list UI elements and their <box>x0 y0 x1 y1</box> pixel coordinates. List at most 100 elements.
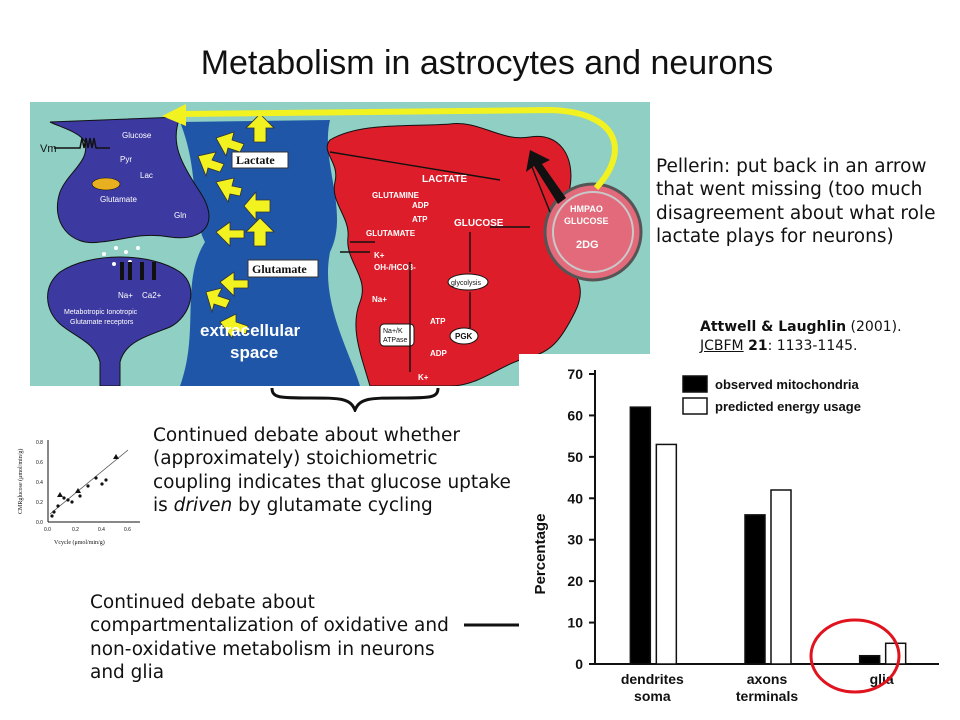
receptor-channels <box>120 262 156 280</box>
k-bottom-label: K+ <box>418 373 429 382</box>
scatter-ytick: 0.0 <box>36 520 43 526</box>
y-tick-label: 60 <box>567 407 583 423</box>
pyr-label: Pyr <box>120 155 132 164</box>
curly-brace <box>270 387 440 412</box>
metabolism-diagram: Lactate Glutamate Vm Glucose Pyr Lac Glu… <box>30 102 650 386</box>
category-label: soma <box>634 688 671 704</box>
vm-label: Vm <box>40 143 57 155</box>
y-tick-label: 40 <box>567 490 583 506</box>
atp2-label: ATP <box>430 317 446 326</box>
blood-vessel <box>543 182 643 282</box>
pgk-label: PGK <box>455 332 473 341</box>
glycolysis-node <box>447 273 489 291</box>
na-k-atpase-label-1: Na+/K <box>383 328 403 335</box>
category-label: glia <box>870 671 894 687</box>
scatter-xtick: 0.0 <box>44 527 51 533</box>
glia-highlight-circle <box>809 618 901 694</box>
y-tick-label: 20 <box>567 573 583 589</box>
scatter-xtick: 0.4 <box>98 527 105 533</box>
y-tick-label: 10 <box>567 615 583 631</box>
scatter-xtick: 0.6 <box>124 527 131 533</box>
glutamine-label: GLUTAMINE <box>372 191 420 200</box>
vessel-arrow <box>526 150 566 204</box>
glucose-coupling-note-a: Continued debate about whether (approxim… <box>153 425 511 517</box>
2dg-label: 2DG <box>576 239 599 251</box>
adp1-label: ADP <box>412 201 430 210</box>
hmpao-label: HMPAO <box>570 204 603 214</box>
bar-chart-legend: observed mitochondria predicted energy us… <box>682 375 861 415</box>
glycolysis-label: glycolysis <box>451 280 481 287</box>
y-tick-label: 50 <box>567 449 583 465</box>
lactate-astro-label: LACTATE <box>422 174 468 185</box>
y-tick-label: 70 <box>567 366 583 382</box>
missing-lactate-arrowhead <box>162 104 186 126</box>
adp2-label: ADP <box>430 349 448 358</box>
vm-trace <box>54 137 110 149</box>
scatter-ytick: 0.8 <box>36 440 43 446</box>
extracellular-label-1: extracellular <box>200 321 301 340</box>
scatter-xtick: 0.2 <box>72 527 79 533</box>
glutamate-astro-label: GLUTAMATE <box>366 229 416 238</box>
glucose-neuron-label: Glucose <box>122 131 152 140</box>
citation-volume: 21 <box>748 337 768 354</box>
vesicles <box>102 246 140 266</box>
bar-chart-ylabel: Percentage <box>532 514 549 595</box>
lactate-box <box>231 151 289 169</box>
na-k-atpase-node <box>379 323 415 347</box>
bar-observed <box>629 406 652 665</box>
missing-lactate-arrow <box>179 106 618 191</box>
pellerin-note: Pellerin: put back in an arrow that went… <box>656 156 936 248</box>
glutamate-receptors-label: Glutamate receptors <box>70 319 134 326</box>
vessel-wall <box>552 191 634 273</box>
ca-label: Ca2+ <box>142 291 162 300</box>
citation: Attwell & Laughlin (2001). JCBFM 21: 113… <box>700 318 960 356</box>
oh-hco3-label: OH-/HCO3- <box>374 263 416 272</box>
na-astro-label: Na+ <box>372 295 387 304</box>
yellow-arrows <box>197 113 275 339</box>
glutamate-neuron-label: Glutamate <box>100 195 137 204</box>
scatter-ytick: 0.6 <box>36 460 43 466</box>
atp1-label: ATP <box>412 215 428 224</box>
glucose-coupling-note-b: by glutamate cycling <box>232 495 433 517</box>
na-k-atpase-label-2: ATPase <box>383 337 407 344</box>
scatter-plot: CMRglucose (μmol/min/g) Vcycle (μmol/min… <box>17 440 140 546</box>
gln-label: Gln <box>174 211 186 220</box>
category-label: terminals <box>736 688 798 704</box>
legend-swatch <box>682 397 708 415</box>
legend-label: predicted energy usage <box>715 399 861 414</box>
bar-observed <box>858 654 881 665</box>
astrocyte <box>326 123 581 386</box>
bar-predicted <box>884 642 907 665</box>
category-label: axons <box>747 671 788 687</box>
astrocyte-arrows <box>329 151 551 372</box>
bar-observed <box>744 514 766 665</box>
glucose-coupling-note: Continued debate about whether (approxim… <box>153 424 513 518</box>
scatter-ytick: 0.2 <box>36 500 43 506</box>
citation-year: (2001). <box>846 319 902 335</box>
mitochondria <box>91 177 121 191</box>
glutamate-box <box>247 259 319 278</box>
slide-title: Metabolism in astrocytes and neurons <box>200 44 774 82</box>
category-label: dendrites <box>621 671 684 687</box>
lactate-box-label: Lactate <box>236 153 275 167</box>
receptor-types-label: Metabotropic Ionotropic <box>64 309 138 316</box>
scatter-points <box>50 454 119 518</box>
scatter-ytick: 0.4 <box>36 480 43 486</box>
glucose-coupling-note-emphasis: driven <box>173 495 233 517</box>
extracellular-label-2: space <box>230 343 278 362</box>
lac-label: Lac <box>140 171 153 180</box>
pgk-node <box>449 327 479 345</box>
citation-authors: Attwell & Laughlin <box>700 319 847 335</box>
legend-swatch <box>682 375 708 393</box>
na-label: Na+ <box>118 291 133 300</box>
bar-predicted <box>770 489 792 665</box>
y-tick-label: 30 <box>567 532 583 548</box>
bar-predicted <box>655 443 678 665</box>
legend-label: observed mitochondria <box>715 377 860 392</box>
k-ion-label: K+ <box>374 251 385 260</box>
scatter-ylabel: CMRglucose (μmol/min/g) <box>17 449 24 514</box>
citation-pages: : 1133-1145. <box>767 337 858 354</box>
glucose-vessel-label: GLUCOSE <box>564 216 609 226</box>
